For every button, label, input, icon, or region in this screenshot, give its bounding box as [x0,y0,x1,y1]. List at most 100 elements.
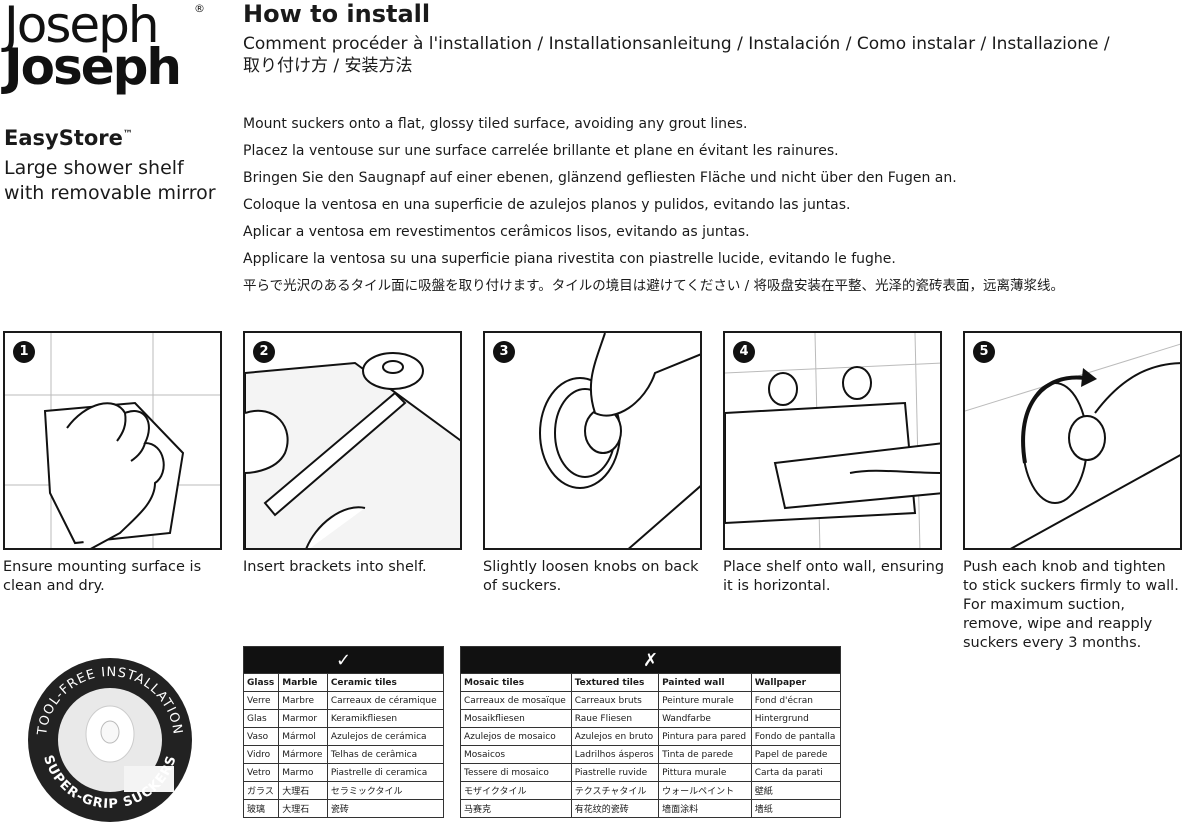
table-cell: Azulejos de cerámica [326,727,445,746]
table-cell: Peinture murale [658,691,752,710]
instruction-list: Mount suckers onto a flat, glossy tiled … [243,114,1178,303]
product-name: EasyStore™ [4,126,133,150]
product-desc-line1: Large shower shelf [4,157,184,179]
step-5-caption: Push each knob and tighten to stick suck… [963,559,1179,651]
table-cell: Fondo de pantalla [750,727,842,746]
table-cell: セラミックタイル [326,781,445,800]
table-row: モザイクタイルテクスチャタイルウォールペイント壁紙 [460,781,842,800]
suction-cup-badge-icon: TOOL-FREE INSTALLATION SUPER-GRIP SUCKER… [28,658,192,822]
table-cell: Carreaux de céramique [326,691,445,710]
table-cell: Vidro [242,745,280,764]
table-cell: Mármore [278,745,328,764]
instruction-it: Applicare la ventosa su una superficie p… [243,251,896,267]
table-cell: Tinta de parede [658,745,752,764]
step-2-illustration: 2 [243,331,462,550]
table-cell: 壁紙 [750,781,842,800]
table-cell: ガラス [242,781,280,800]
tool-free-badge: TOOL-FREE INSTALLATION SUPER-GRIP SUCKER… [24,656,196,824]
table-header: Wallpaper [750,673,842,692]
step-number: 5 [973,341,995,363]
table-cell: Telhas de cerâmica [326,745,445,764]
table-cell: Ladrilhos ásperos [570,745,660,764]
step-4-illustration: 4 [723,331,942,550]
table-cell: 玻璃 [242,799,280,818]
step-number: 3 [493,341,515,363]
brand-logo: Joseph ® Joseph [4,0,214,96]
table-header: Glass [242,673,280,692]
table-cell: モザイクタイル [460,781,572,800]
unsuitable-surfaces-table: ✗ Mosaic tiles Textured tiles Painted wa… [460,646,842,818]
table-cell: 墙纸 [750,799,842,818]
table-cell: Papel de parede [750,745,842,764]
step-4-caption: Place shelf onto wall, ensuring it is ho… [723,559,945,594]
trademark: ™ [122,129,133,140]
check-icon: ✓ [243,646,444,674]
table-cell: Mármol [278,727,328,746]
instruction-en: Mount suckers onto a flat, glossy tiled … [243,116,748,132]
table-cell: Verre [242,691,280,710]
table-cell: Marmo [278,763,328,782]
table-cell: Marmor [278,709,328,728]
table-cell: Raue Fliesen [570,709,660,728]
table-cell: Carreaux de mosaïque [460,691,572,710]
product-name-text: EasyStore [4,126,123,150]
table-cell: 大理石 [278,799,328,818]
instruction-fr: Placez la ventouse sur une surface carre… [243,143,839,159]
table-row: 玻璃大理石瓷砖 [242,799,445,818]
page-title: How to install [243,0,431,28]
step-number: 4 [733,341,755,363]
table-cell: Mosaikfliesen [460,709,572,728]
table-cell: ウォールペイント [658,781,752,800]
table-cell: Keramikfliesen [326,709,445,728]
table-header: Ceramic tiles [326,673,445,692]
table-cell: Pittura murale [658,763,752,782]
table-cell: 有花纹的瓷砖 [570,799,660,818]
sucker-knob-icon [539,333,700,548]
step-3-illustration: 3 [483,331,702,550]
table-cell: Piastrelle ruvide [570,763,660,782]
subtitle-line1: Comment procéder à l'installation / Inst… [243,34,1110,54]
brand-line1: Joseph [4,0,160,54]
table-cell: テクスチャタイル [570,781,660,800]
cross-icon: ✗ [460,646,841,674]
table-cell: Vetro [242,763,280,782]
table-header: Marble [278,673,328,692]
step-number: 1 [13,341,35,363]
table-header: Textured tiles [570,673,660,692]
table-cell: 瓷砖 [326,799,445,818]
table-cell: Piastrelle di ceramica [326,763,445,782]
table-row: ガラス大理石セラミックタイル [242,781,445,800]
table-row: 马赛克有花纹的瓷砖墙面涂料墙纸 [460,799,842,818]
step-1-caption: Ensure mounting surface is clean and dry… [3,559,202,594]
registered-mark: ® [194,2,205,15]
table-header: Mosaic tiles [460,673,572,692]
table-cell: 墙面涂料 [658,799,752,818]
table-cell: Fond d'écran [750,691,842,710]
shelf-placement-icon [725,333,940,548]
brand-line2: Joseph [4,38,182,96]
page-subtitle: Comment procéder à l'installation / Inst… [243,33,1163,77]
product-desc-line2: with removable mirror [4,182,216,204]
step-5-illustration: 5 [963,331,1182,550]
instruction-pt: Aplicar a ventosa em revestimentos cerâm… [243,224,750,240]
table-cell: Wandfarbe [658,709,752,728]
table-cell: Azulejos en bruto [570,727,660,746]
hand-wiping-icon [5,333,220,548]
table-cell: Carreaux bruts [570,691,660,710]
step-3-caption: Slightly loosen knobs on back of suckers… [483,559,699,594]
instruction-de: Bringen Sie den Saugnapf auf einer ebene… [243,170,957,186]
bracket-insert-icon [245,352,460,548]
table-cell: Marbre [278,691,328,710]
table-cell: Carta da parati [750,763,842,782]
